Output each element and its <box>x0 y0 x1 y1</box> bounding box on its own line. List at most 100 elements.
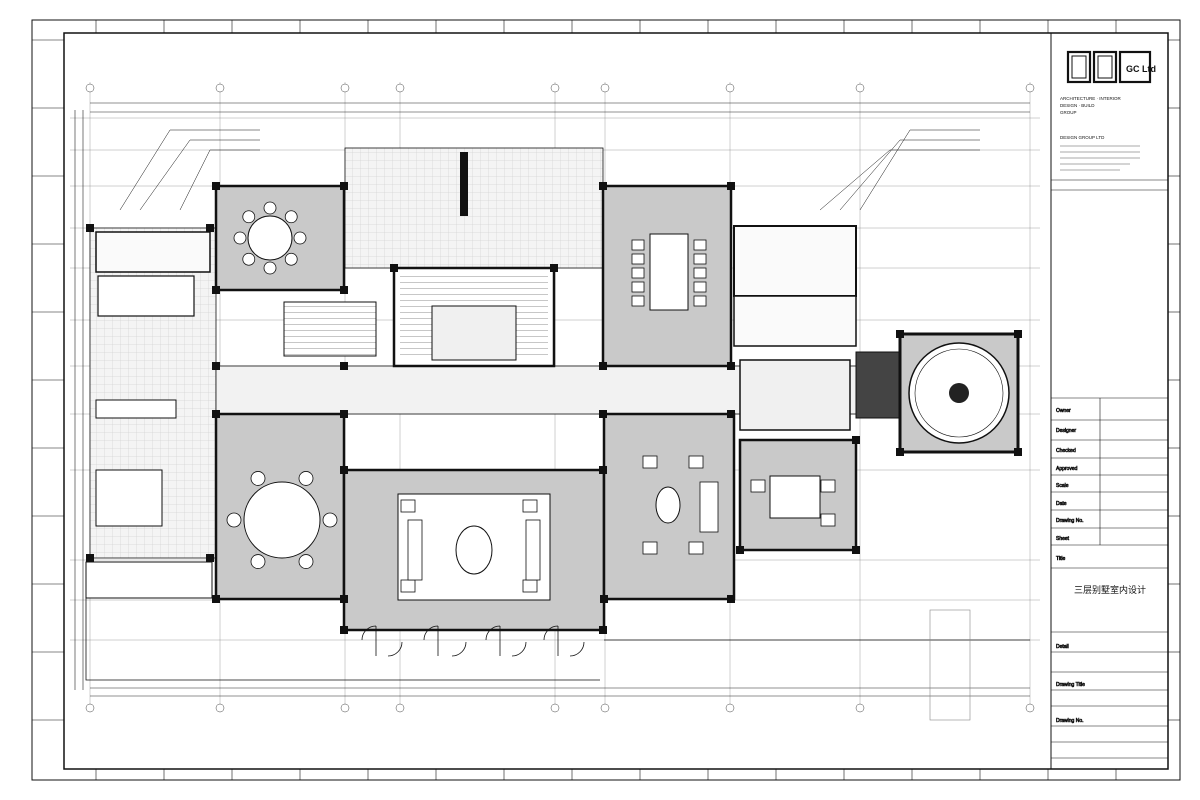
axis-bubble <box>725 83 735 93</box>
chair <box>642 455 658 469</box>
column <box>852 546 860 554</box>
column <box>727 595 735 603</box>
sofa <box>699 481 719 533</box>
rotunda-inner-ring <box>914 348 1004 438</box>
column <box>736 546 744 554</box>
axis-bubble <box>395 83 405 93</box>
sofa <box>407 519 423 581</box>
title-block-field-label: Sheet <box>1056 536 1070 542</box>
title-block-field-label: Designer <box>1056 428 1076 434</box>
title-block-rows: OwnerDesignerCheckedApprovedScaleDateDra… <box>1051 179 1168 759</box>
axis-bubble <box>855 703 865 713</box>
sofa <box>525 519 541 581</box>
project-name: 三层别墅室内设计 <box>1074 584 1146 595</box>
column <box>212 362 220 370</box>
chair <box>298 554 314 569</box>
chair <box>522 579 538 593</box>
rotunda-center <box>949 383 969 403</box>
chair <box>631 239 645 251</box>
column <box>206 224 214 232</box>
company-en-3: GROUP <box>1060 110 1077 115</box>
chair <box>642 541 658 555</box>
axis-bubble <box>725 703 735 713</box>
bed-left <box>95 469 163 527</box>
title-block-field-label: Drawing No. <box>1056 518 1084 524</box>
axis-bubble <box>85 83 95 93</box>
title-block-field-label: Date <box>1056 501 1067 507</box>
sheet-inner-border <box>63 32 1169 770</box>
axis-bubble <box>1025 83 1035 93</box>
garden-step <box>929 609 971 721</box>
column <box>340 182 348 190</box>
chair <box>631 281 645 293</box>
chair <box>263 261 277 275</box>
column <box>340 466 348 474</box>
sheet-rulers <box>32 20 1180 780</box>
axis-bubble <box>395 703 405 713</box>
column <box>340 362 348 370</box>
link-corridor <box>855 351 901 419</box>
column <box>727 410 735 418</box>
dining-table-right <box>649 233 689 311</box>
chair <box>284 252 298 266</box>
column <box>340 410 348 418</box>
terrace-left <box>85 561 213 599</box>
closet-right <box>733 295 857 347</box>
column <box>727 362 735 370</box>
chairs <box>226 201 836 593</box>
chair <box>242 252 256 266</box>
chair <box>226 512 242 528</box>
chair <box>688 455 704 469</box>
company-address-lines <box>1060 145 1140 171</box>
logo-text: GC Ltd <box>1126 64 1156 74</box>
chair <box>693 239 707 251</box>
column <box>550 264 558 272</box>
column <box>727 182 735 190</box>
vestibule-right <box>739 359 851 431</box>
column <box>599 410 607 418</box>
round-dining-table <box>247 215 293 261</box>
company-en-1: ARCHITECTURE · INTERIOR <box>1060 96 1122 101</box>
service-stair <box>283 301 377 357</box>
chair <box>688 541 704 555</box>
axis-bubble <box>1025 703 1035 713</box>
axis-bubble <box>600 703 610 713</box>
chair <box>820 479 836 493</box>
chair <box>242 210 256 224</box>
terrace-outline <box>85 598 1030 681</box>
chair <box>322 512 338 528</box>
column <box>212 595 220 603</box>
column <box>340 595 348 603</box>
column <box>599 182 607 190</box>
title-block-field-label: Scale <box>1056 483 1069 489</box>
kitchen-floor <box>344 147 604 269</box>
chair <box>631 295 645 307</box>
chair <box>263 201 277 215</box>
chair <box>400 499 416 513</box>
kitchen-island <box>460 152 468 216</box>
title-block-field-label: Drawing No. <box>1056 718 1084 724</box>
chair <box>250 471 266 486</box>
closet-left <box>95 399 177 419</box>
column <box>1014 448 1022 456</box>
columns <box>86 182 1022 634</box>
chair <box>400 579 416 593</box>
dimension-chains <box>74 102 1030 697</box>
column <box>600 595 608 603</box>
bathtub-left <box>97 275 195 317</box>
chair <box>693 281 707 293</box>
chair <box>250 554 266 569</box>
building-plan <box>85 147 1030 721</box>
french-doors <box>361 625 585 657</box>
chair <box>693 253 707 265</box>
column <box>1014 330 1022 338</box>
study-desk <box>769 475 821 519</box>
column <box>852 436 860 444</box>
column <box>340 286 348 294</box>
axis-bubble <box>550 83 560 93</box>
column <box>390 264 398 272</box>
bath-right <box>733 225 857 297</box>
axis-bubble <box>550 703 560 713</box>
axis-bubble <box>340 83 350 93</box>
